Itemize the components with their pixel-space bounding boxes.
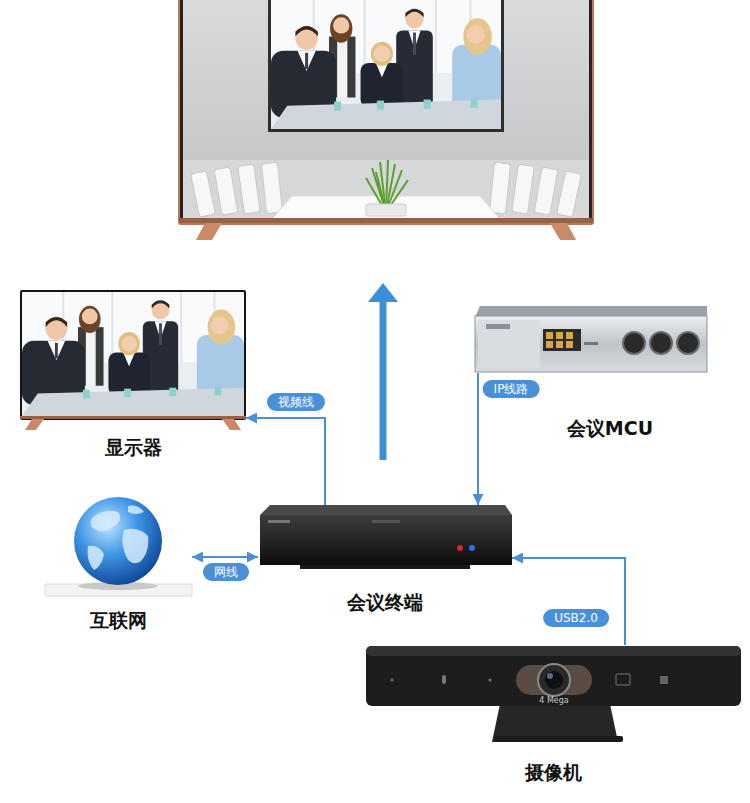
terminal-illustration <box>457 545 463 551</box>
large-tv <box>271 0 501 129</box>
node-label: 会议MCU <box>567 415 653 441</box>
camera-device: 摄像机 <box>366 645 741 743</box>
connector-line <box>512 558 625 645</box>
mcu-illustration <box>677 332 699 354</box>
mcu-illustration <box>556 341 563 348</box>
up-arrow <box>368 283 398 302</box>
large-tv <box>512 164 535 214</box>
large-tv <box>238 164 261 214</box>
mcu-illustration <box>556 332 563 339</box>
mcu-illustration <box>584 342 598 345</box>
connector-label: USB2.0 <box>543 609 609 627</box>
mcu-illustration <box>546 341 553 348</box>
globe-illustration <box>122 529 148 563</box>
mcu-illustration <box>546 332 573 348</box>
monitor-illustration <box>20 416 246 419</box>
camera-illustration <box>366 646 741 742</box>
mcu-illustration <box>475 306 707 317</box>
product-marking: 4 Mega <box>539 696 568 706</box>
mcu-illustration <box>566 341 573 348</box>
monitor-illustration <box>20 290 246 420</box>
terminal-illustration <box>268 520 290 523</box>
conference-terminal: 会议终端 <box>258 505 512 569</box>
node-label: 显示器 <box>105 434 162 460</box>
large-tv <box>183 160 589 219</box>
connector-label: 网线 <box>203 563 249 581</box>
large-tv <box>196 223 222 240</box>
mcu-illustration <box>478 320 540 368</box>
camera-illustration <box>516 665 592 695</box>
large-tv <box>214 167 238 215</box>
node-label: 会议终端 <box>347 589 423 615</box>
large-tv <box>179 0 593 240</box>
mcu-illustration <box>623 332 699 354</box>
camera-illustration <box>366 646 741 656</box>
terminal-illustration <box>372 520 400 523</box>
connector-label: IP线路 <box>483 380 540 398</box>
globe-illustration <box>91 511 121 531</box>
camera-illustration <box>391 679 394 682</box>
large-tv <box>261 162 282 213</box>
node-label: 摄像机 <box>525 759 582 785</box>
connector-line <box>246 418 325 505</box>
mcu-illustration <box>623 332 645 354</box>
internet-globe: 互联网 <box>45 498 192 597</box>
terminal-illustration <box>469 545 475 551</box>
camera-illustration <box>489 679 492 682</box>
monitor-illustration <box>22 292 244 416</box>
camera-illustration <box>538 664 570 696</box>
mcu-illustration <box>566 332 573 339</box>
mcu-illustration <box>486 324 510 329</box>
mcu-illustration <box>475 316 707 372</box>
large-tv <box>268 0 504 132</box>
mcu-illustration <box>546 332 553 339</box>
up-arrow <box>380 300 387 460</box>
terminal-illustration <box>300 565 470 569</box>
camera-illustration <box>660 676 668 684</box>
large-tv <box>489 162 510 213</box>
camera-illustration <box>495 736 623 742</box>
connector-label: 视频线 <box>267 393 325 411</box>
globe-illustration <box>88 546 104 570</box>
large-tv <box>179 218 593 223</box>
large-tv <box>550 223 576 240</box>
monitor-illustration <box>222 419 241 430</box>
monitor-illustration <box>25 419 44 430</box>
camera-illustration <box>442 675 446 684</box>
connector-line <box>192 556 258 558</box>
mcu-illustration <box>475 306 707 372</box>
display-monitor: 显示器 <box>20 290 246 420</box>
mcu-illustration <box>650 332 672 354</box>
large-tv <box>534 167 558 215</box>
large-tv <box>183 0 589 219</box>
globe-illustration <box>88 506 149 570</box>
node-label: 互联网 <box>90 607 147 633</box>
up-arrow <box>368 283 398 460</box>
connector-line <box>477 373 479 505</box>
terminal-illustration <box>260 515 512 565</box>
mcu-device: 会议MCU <box>475 306 707 373</box>
large-tv <box>366 204 406 216</box>
mcu-illustration <box>543 329 581 351</box>
globe-illustration <box>128 506 144 514</box>
large-tv <box>557 171 582 217</box>
monitor-illustration <box>20 290 246 430</box>
terminal-illustration <box>260 505 512 515</box>
large-tv <box>179 0 593 224</box>
large-tv <box>191 171 216 217</box>
globe-illustration <box>74 497 162 585</box>
globe-illustration <box>45 497 192 596</box>
terminal-illustration <box>260 505 512 569</box>
camera-illustration <box>616 674 630 685</box>
camera-illustration <box>366 646 741 706</box>
camera-illustration <box>547 673 553 679</box>
camera-illustration <box>545 671 563 689</box>
